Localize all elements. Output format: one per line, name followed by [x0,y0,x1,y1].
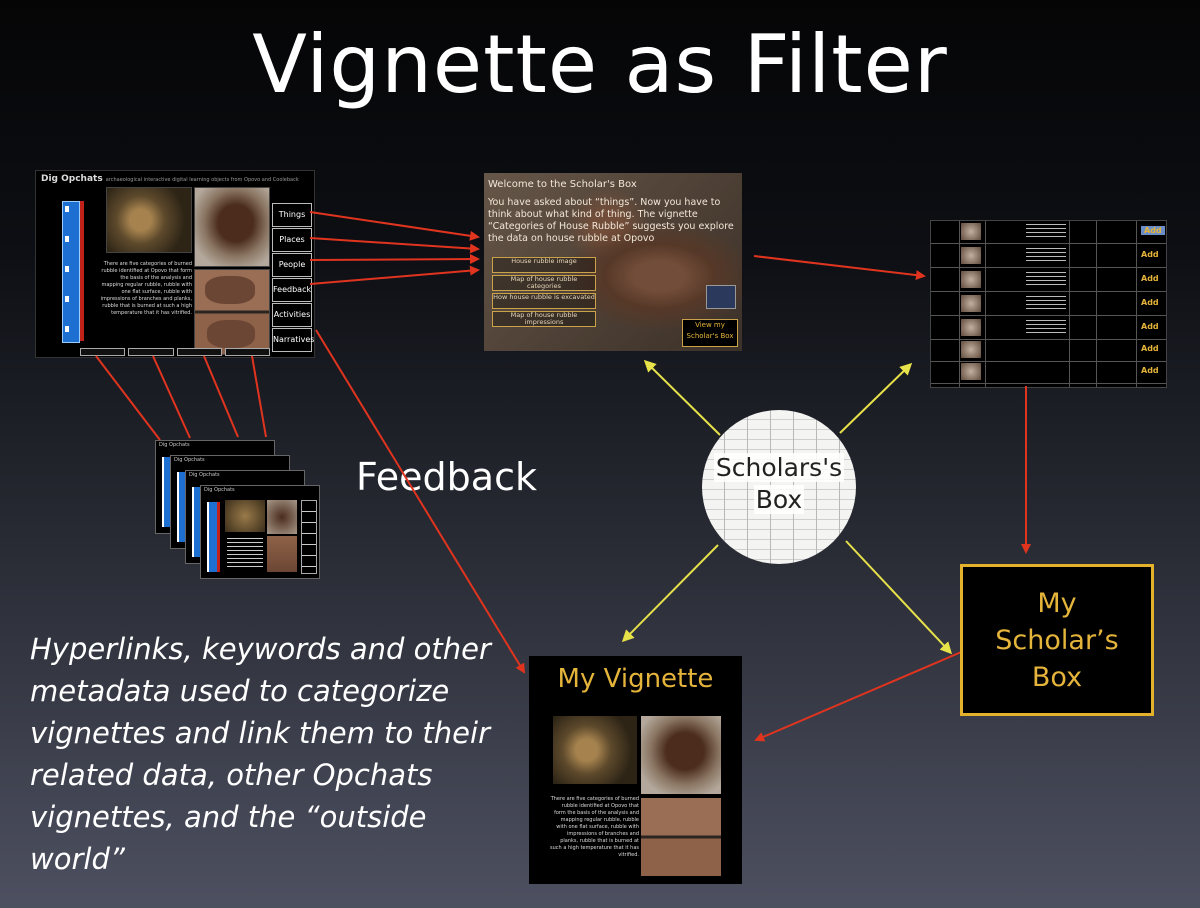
opchats-body-text: There are five categories of burned rubb… [100,261,192,316]
my-scholars-box-node: My Scholar’s Box [960,564,1154,716]
add-button[interactable]: Add [1141,274,1159,283]
my-vignette-photo-pieces [641,798,721,876]
add-button[interactable]: Add [1141,298,1159,307]
vignette-card-4: Dig Opchats [200,485,320,579]
line-card-3 [203,355,239,438]
arrow-things [309,211,480,241]
data-table-screenshot: Add Add Add Add Add Add Add [930,220,1167,388]
opchats-nav: Things Places People Feedback Activities… [272,203,314,353]
arrow-box-to-vignette [621,544,719,643]
scholars-box-label: Scholars's Box [713,453,845,514]
welcome-button-2[interactable]: Map of house rubble categories [492,275,596,291]
add-button[interactable]: Add [1141,344,1159,353]
welcome-button-3[interactable]: How house rubble is excavated [492,293,596,309]
arrow-places [309,237,480,254]
arrow-feedback [309,265,480,285]
arrow-welcome-to-table [753,255,926,281]
arrow-box-to-my-box [845,540,953,655]
welcome-button-1[interactable]: House rubble image [492,257,596,273]
scholars-box-node: Scholars's Box [702,410,856,564]
scholars-box-welcome-screenshot: Welcome to the Scholar's Box You have as… [484,173,742,351]
opchats-bottom-tabs [80,348,270,356]
my-vignette-body-text: There are five categories of burned rubb… [550,796,639,858]
add-button[interactable]: Add [1141,322,1159,331]
bottom-tab-2[interactable] [128,348,174,356]
opchats-photo-excavation [106,187,192,253]
my-vignette-title: My Vignette [557,664,714,694]
opchats-timeline-bar [62,201,80,343]
my-vignette-photo-excavation [553,716,637,784]
my-vignette-node: My Vignette There are five categories of… [529,656,742,884]
table-row: Add [931,339,1166,362]
add-button[interactable]: Add [1141,366,1159,375]
arrow-narratives-to-vignette [315,329,526,674]
table-row: Add [931,221,1166,244]
feedback-label: Feedback [356,455,537,499]
welcome-body: You have asked about “things”. Now you h… [488,197,734,244]
table-row: Add [931,245,1166,268]
my-scholars-box-line2: Scholar’s [995,625,1119,656]
nav-narratives[interactable]: Narratives [272,328,314,352]
nav-feedback[interactable]: Feedback [272,278,312,302]
arrow-box-to-welcome [643,359,721,436]
card-title: Dig Opchats [204,487,235,493]
welcome-heading: Welcome to the Scholar's Box [488,179,637,190]
table-row: Add [931,269,1166,292]
my-vignette-photo-rubble [641,716,721,794]
table-row: Add [931,293,1166,316]
opchats-photo-rubble [194,187,270,267]
view-my-scholars-box-button[interactable]: View my Scholar's Box [682,319,738,347]
card-title: Dig Opchats [189,472,220,478]
caption-text: Hyperlinks, keywords and other metadata … [30,632,491,876]
line-card-2 [152,355,191,439]
line-card-4 [251,355,267,438]
my-scholars-box-line1: My [1037,588,1077,619]
nav-activities[interactable]: Activities [272,303,312,327]
arrow-box-to-table [839,362,913,434]
table-row: Add [931,317,1166,340]
add-button[interactable]: Add [1141,250,1159,259]
slide-title: Vignette as Filter [252,18,948,111]
my-scholars-box-line3: Box [1031,662,1083,693]
arrow-people [309,254,480,265]
add-button[interactable]: Add [1141,226,1165,235]
nav-people[interactable]: People [272,253,312,277]
opchats-photo-rubble-pieces [194,269,270,355]
card-title: Dig Opchats [174,457,205,463]
line-card-1 [95,355,161,441]
table-row: Add [931,361,1166,384]
arrow-my-box-to-vignette [754,649,967,742]
welcome-thumbnail [706,285,736,309]
nav-places[interactable]: Places [272,228,312,252]
card-title: Dig Opchats [159,442,190,448]
welcome-button-4[interactable]: Map of house rubble impressions [492,311,596,327]
nav-things[interactable]: Things [272,203,312,227]
bottom-tab-4[interactable] [224,348,270,356]
opchats-red-bar [80,201,84,341]
bottom-tab-1[interactable] [80,348,126,356]
bottom-tab-3[interactable] [176,348,222,356]
